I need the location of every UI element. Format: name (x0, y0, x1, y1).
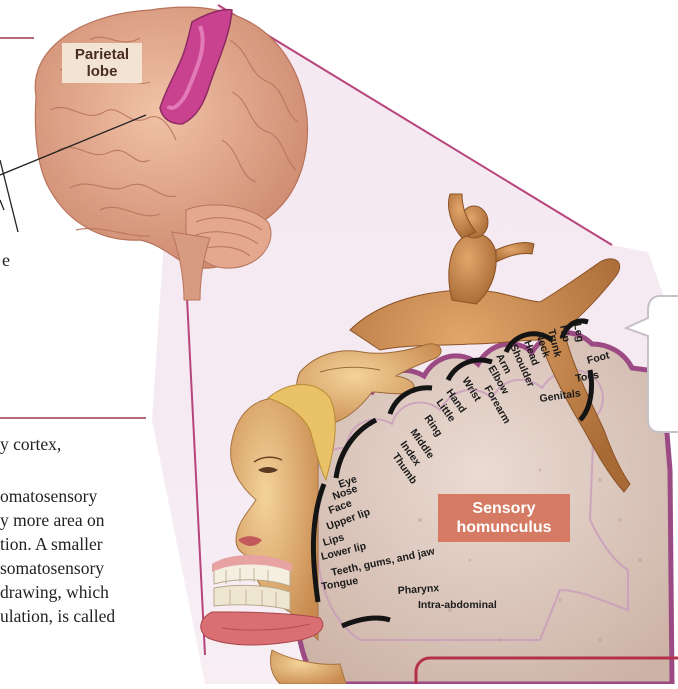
parietal-lobe-line1: Parietal (68, 46, 136, 63)
text-line-5: somatosensory (0, 558, 104, 578)
sensory-homunculus-line1: Sensory (446, 499, 562, 518)
sensory-homunculus-line2: homunculus (446, 518, 562, 537)
text-line-6: drawing, which (0, 582, 109, 602)
body-part-label-intra-abdominal: Intra-abdominal (418, 599, 497, 611)
text-line-7: ulation, is called (0, 606, 115, 626)
label-fragment-e: e (2, 250, 10, 270)
parietal-lobe-line2: lobe (68, 63, 136, 80)
text-line-2: omatosensory (0, 486, 97, 506)
parietal-lobe-label: Parietal lobe (62, 43, 142, 83)
text-line-3: y more area on (0, 510, 104, 530)
text-line-4: tion. A smaller (0, 534, 103, 554)
text-line-1: y cortex, (0, 434, 61, 454)
sensory-homunculus-label: Sensory homunculus (438, 494, 570, 542)
